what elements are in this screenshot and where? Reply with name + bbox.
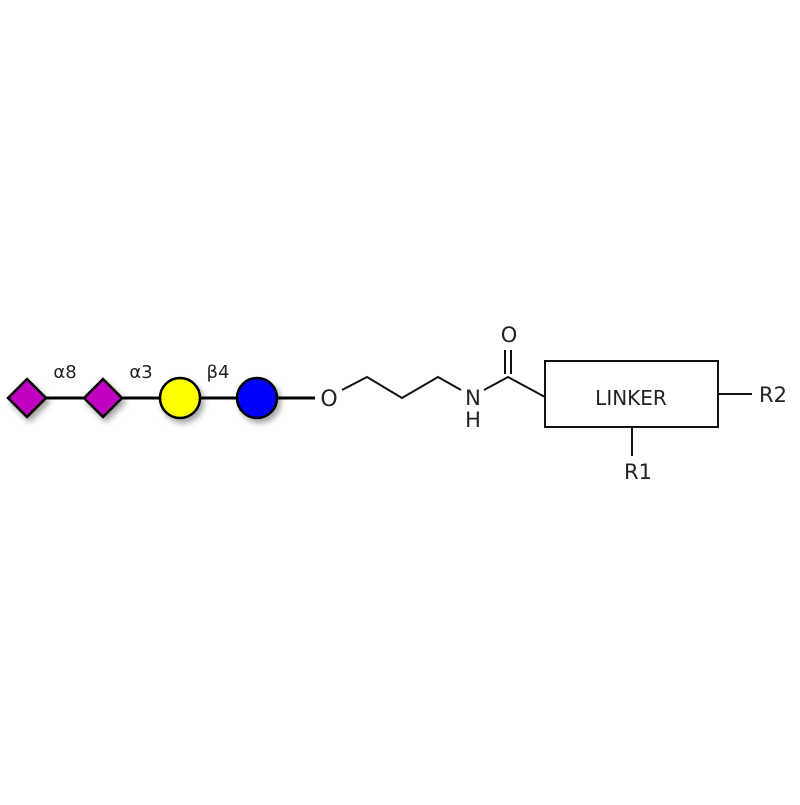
carbonyl-oxygen-label: O [501,323,518,347]
linkage-label-beta4: β4 [207,362,230,383]
propyl-chain [341,375,462,400]
sialic-acid-diamond-2 [82,377,124,419]
sialic-acid-diamond-1 [6,377,48,419]
amide-bonds [483,375,546,398]
galactose-circle [158,376,202,420]
linkage-label-alpha3: α3 [129,362,152,383]
r1-label: R1 [624,460,652,484]
spacer-bonds [341,350,752,456]
linker-label: LINKER [595,386,667,410]
ether-oxygen-label: O [320,387,337,412]
amide-nitrogen-label: N [465,386,481,410]
glucose-circle [235,376,279,420]
amide-hydrogen-label: H [465,408,481,432]
r2-label: R2 [759,383,787,407]
linkage-label-alpha8: α8 [53,362,76,383]
